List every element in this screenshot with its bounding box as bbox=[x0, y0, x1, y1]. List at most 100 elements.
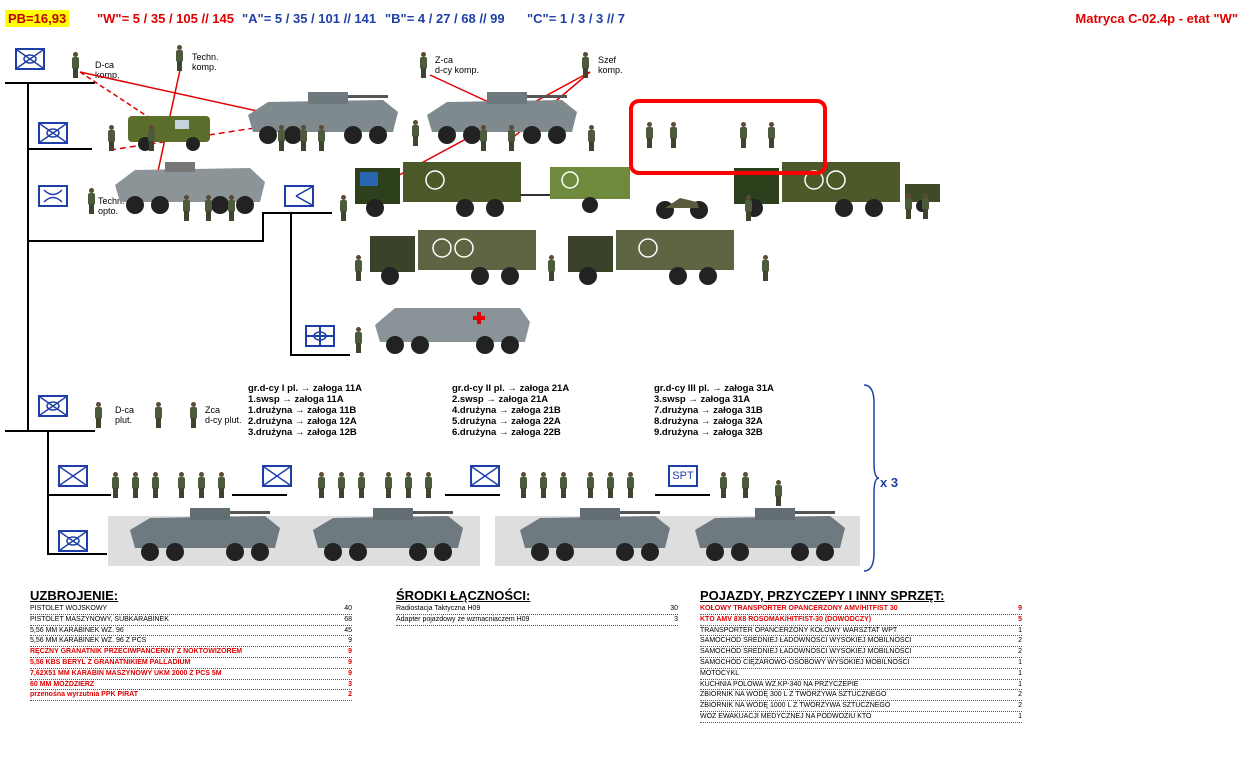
vehicle-section-symbol bbox=[58, 530, 88, 552]
rosomak-apc-1 bbox=[125, 500, 285, 566]
spt-symbol: SPT bbox=[668, 465, 698, 487]
vehicles-table: KOŁOWY TRANSPORTER OPANCERZONY AMV/HITFI… bbox=[700, 604, 1022, 723]
squad-symbol-2 bbox=[262, 465, 292, 487]
table-row: ZBIORNIK NA WODĘ 1000 L Z TWORZYWA SZTUC… bbox=[700, 701, 1022, 712]
truck-3 bbox=[370, 228, 540, 288]
row-qty: 3 bbox=[348, 680, 352, 690]
table-row: 60 MM MOŹDZIERZ 3 bbox=[30, 680, 352, 691]
row-qty: 9 bbox=[348, 636, 352, 646]
table-row: PISTOLET MASZYNOWY, SUBKARABINEK 68 bbox=[30, 615, 352, 626]
row-qty: 2 bbox=[348, 690, 352, 700]
row-name: PISTOLET WOJSKOWY bbox=[30, 604, 107, 614]
platoon-multiplier: x 3 bbox=[880, 475, 898, 490]
table-row: KTO AMV 8X8 ROSOMAK/HITFIST-30 (DOWÓDCZY… bbox=[700, 615, 1022, 626]
row-name: Adapter pojazdowy ze wzmacniaczem H09 bbox=[396, 615, 529, 625]
table-row: MOTOCYKL 1 bbox=[700, 669, 1022, 680]
row-qty: 1 bbox=[1018, 680, 1022, 690]
row-name: ZBIORNIK NA WODĘ 1000 L Z TWORZYWA SZTUC… bbox=[700, 701, 890, 711]
row-qty: 1 bbox=[1018, 669, 1022, 679]
row-name: KOŁOWY TRANSPORTER OPANCERZONY AMV/HITFI… bbox=[700, 604, 898, 614]
rosomak-apc-4 bbox=[690, 500, 850, 566]
table-row: PISTOLET WOJSKOWY 40 bbox=[30, 604, 352, 615]
row-qty: 2 bbox=[1018, 647, 1022, 657]
row-qty: 30 bbox=[670, 604, 678, 614]
row-name: 7,62X51 MM KARABIN MASZYNOWY UKM 2000 Z … bbox=[30, 669, 222, 679]
motorcycle bbox=[655, 190, 710, 222]
row-name: ZBIORNIK NA WODĘ 300 L Z TWORZYWA SZTUCZ… bbox=[700, 690, 886, 700]
row-name: SAMOCHÓD ŚREDNIEJ ŁADOWNOŚCI WYSOKIEJ MO… bbox=[700, 647, 912, 657]
label-zca-plut: Zca d-cy plut. bbox=[205, 405, 242, 425]
table-row: 5,56 KBS BERYL Z GRANATNIKIEM PALLADIUM 9 bbox=[30, 658, 352, 669]
table-row: KOŁOWY TRANSPORTER OPANCERZONY AMV/HITFI… bbox=[700, 604, 1022, 615]
row-qty: 45 bbox=[344, 626, 352, 636]
field-kitchen-trailer bbox=[520, 165, 635, 215]
row-name: PISTOLET MASZYNOWY, SUBKARABINEK bbox=[30, 615, 169, 625]
row-qty: 9 bbox=[348, 647, 352, 657]
row-qty: 5 bbox=[1018, 615, 1022, 625]
table-row: SAMOCHÓD ŚREDNIEJ ŁADOWNOŚCI WYSOKIEJ MO… bbox=[700, 647, 1022, 658]
row-qty: 2 bbox=[1018, 701, 1022, 711]
row-name: Radiostacja Taktyczna H09 bbox=[396, 604, 480, 614]
comms-title: ŚRODKI ŁĄCZNOŚCI: bbox=[396, 588, 530, 603]
apc-workshop bbox=[110, 160, 270, 220]
table-row: ZBIORNIK NA WODĘ 300 L Z TWORZYWA SZTUCZ… bbox=[700, 690, 1022, 701]
row-name: 5,56 MM KARABINEK WZ. 96 Z PCS bbox=[30, 636, 146, 646]
row-name: SAMOCHÓD ŚREDNIEJ ŁADOWNOŚCI WYSOKIEJ MO… bbox=[700, 636, 912, 646]
table-row: RĘCZNY GRANATNIK PRZECIWPANCERNY Z NOKTO… bbox=[30, 647, 352, 658]
row-qty: 1 bbox=[1018, 658, 1022, 668]
row-name: 5,56 MM KARABINEK WZ. 96 bbox=[30, 626, 124, 636]
weapons-title: UZBROJENIE: bbox=[30, 588, 118, 603]
table-row: SAMOCHÓD CIĘŻAROWO-OSOBOWY WYSOKIEJ MOBI… bbox=[700, 658, 1022, 669]
row-qty: 9 bbox=[348, 669, 352, 679]
row-name: RĘCZNY GRANATNIK PRZECIWPANCERNY Z NOKTO… bbox=[30, 647, 242, 657]
table-row: Radiostacja Taktyczna H09 30 bbox=[396, 604, 678, 615]
row-name: SAMOCHÓD CIĘŻAROWO-OSOBOWY WYSOKIEJ MOBI… bbox=[700, 658, 910, 668]
table-row: WÓZ EWAKUACJI MEDYCZNEJ NA PODWOZIU KTO 1 bbox=[700, 712, 1022, 723]
truck-4 bbox=[568, 228, 738, 288]
table-row: SAMOCHÓD ŚREDNIEJ ŁADOWNOŚCI WYSOKIEJ MO… bbox=[700, 636, 1022, 647]
row-qty: 9 bbox=[1018, 604, 1022, 614]
row-name: przenośna wyrzutnia PPK PIRAT bbox=[30, 690, 138, 700]
row-name: WÓZ EWAKUACJI MEDYCZNEJ NA PODWOZIU KTO bbox=[700, 712, 872, 722]
table-row: KUCHNIA POLOWA WZ.KP-340 NA PRZYCZEPIE 1 bbox=[700, 680, 1022, 691]
medevac-apc bbox=[370, 300, 535, 360]
row-qty: 2 bbox=[1018, 636, 1022, 646]
table-row: 7,62X51 MM KARABIN MASZYNOWY UKM 2000 Z … bbox=[30, 669, 352, 680]
row-name: 5,56 KBS BERYL Z GRANATNIKIEM PALLADIUM bbox=[30, 658, 190, 668]
squad-symbol-3 bbox=[470, 465, 500, 487]
matrix-title: Matryca C-02.4p - etat "W" bbox=[1075, 11, 1238, 26]
vehicles-title: POJAZDY, PRZYCZEPY I INNY SPRZĘT: bbox=[700, 588, 944, 603]
row-name: MOTOCYKL bbox=[700, 669, 739, 679]
row-name: KTO AMV 8X8 ROSOMAK/HITFIST-30 (DOWÓDCZY… bbox=[700, 615, 871, 625]
row-name: KUCHNIA POLOWA WZ.KP-340 NA PRZYCZEPIE bbox=[700, 680, 858, 690]
platoon-symbol bbox=[38, 395, 68, 417]
rosomak-apc-3 bbox=[515, 500, 675, 566]
rosomak-apc-2 bbox=[308, 500, 468, 566]
squad-symbol-1 bbox=[58, 465, 88, 487]
table-row: 5,56 MM KARABINEK WZ. 96 Z PCS 9 bbox=[30, 636, 352, 647]
table-row: TRANSPORTER OPANCERZONY KOŁOWY WARSZTAT … bbox=[700, 626, 1022, 637]
medical-symbol bbox=[305, 325, 335, 347]
table-row: 5,56 MM KARABINEK WZ. 96 45 bbox=[30, 626, 352, 637]
jeep-vehicle bbox=[125, 108, 215, 153]
platoon-brace bbox=[862, 383, 880, 573]
crew-list-3: gr.d-cy III pl. → załoga 31A 3.swsp → za… bbox=[654, 383, 774, 438]
row-qty: 1 bbox=[1018, 712, 1022, 722]
row-name: 60 MM MOŹDZIERZ bbox=[30, 680, 94, 690]
row-qty: 2 bbox=[1018, 690, 1022, 700]
label-dca-plut: D-ca plut. bbox=[115, 405, 134, 425]
table-row: przenośna wyrzutnia PPK PIRAT 2 bbox=[30, 690, 352, 701]
apc-command-2 bbox=[422, 90, 582, 150]
crew-list-1: gr.d-cy I pl. → załoga 11A 1.swsp → zało… bbox=[248, 383, 362, 438]
row-qty: 68 bbox=[344, 615, 352, 625]
row-name: TRANSPORTER OPANCERZONY KOŁOWY WARSZTAT … bbox=[700, 626, 897, 636]
row-qty: 1 bbox=[1018, 626, 1022, 636]
row-qty: 9 bbox=[348, 658, 352, 668]
crew-list-2: gr.d-cy II pl. → załoga 21A 2.swsp → zał… bbox=[452, 383, 569, 438]
row-qty: 40 bbox=[344, 604, 352, 614]
weapons-highlight-box bbox=[629, 99, 827, 175]
truck-1 bbox=[355, 160, 525, 220]
